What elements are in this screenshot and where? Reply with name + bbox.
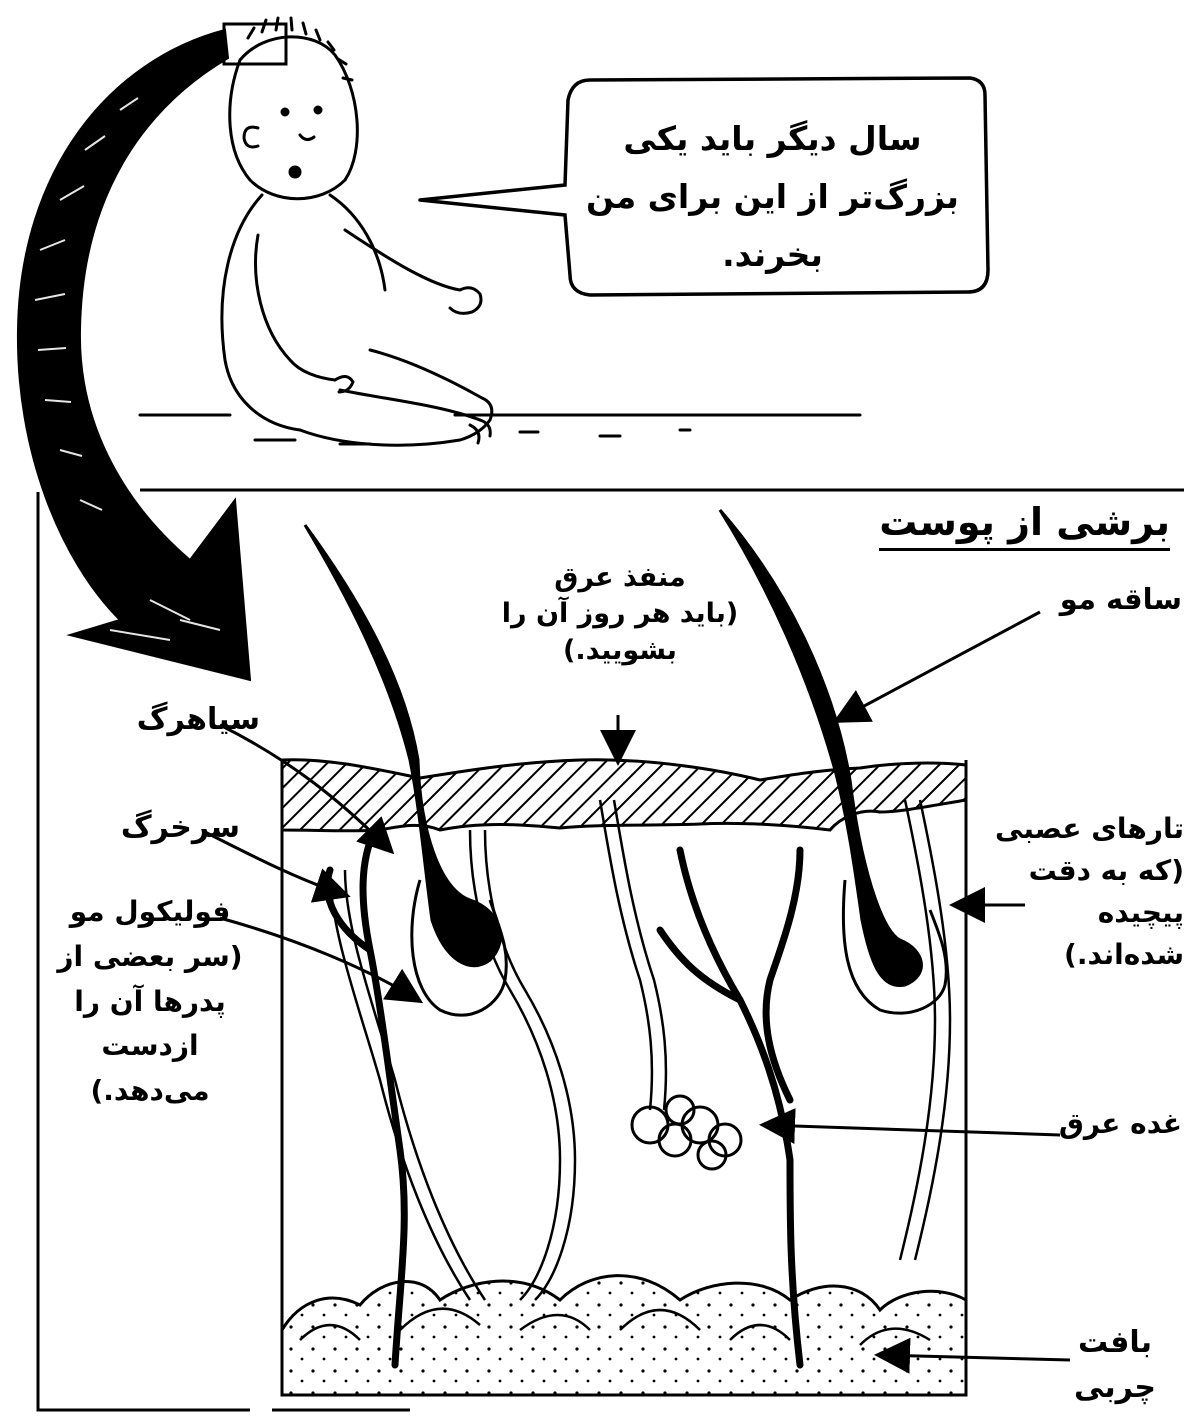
section-title: برشی از پوست xyxy=(760,500,1170,544)
label-sweat-pore: منفذ عرق (باید هر روز آن را بشویید.) xyxy=(470,560,770,669)
fat-tissue-layer xyxy=(282,1276,966,1395)
label-sweat-gland: غده عرق xyxy=(1042,1105,1182,1143)
label-nerve-fibers: تارهای عصبی (که به دقت پیچیده شده‌اند.) xyxy=(968,808,1184,976)
label-artery: سرخرگ xyxy=(80,808,240,849)
sweat-gland-coil xyxy=(632,1096,741,1169)
epidermis-layer xyxy=(282,760,966,831)
label-arrows xyxy=(205,612,1070,1360)
label-hair-follicle: فولیکول مو (سر بعضی از پدرها آن را ازدست… xyxy=(40,890,260,1114)
label-vein: سیاهرگ xyxy=(90,700,260,741)
speech-bubble-text: سال دیگر باید یکی بزرگ‌تر از این برای من… xyxy=(580,110,965,285)
section-title-text: برشی از پوست xyxy=(879,500,1170,551)
label-hair-shaft: ساقه مو xyxy=(1020,580,1182,619)
label-fat-tissue: بافت چربی xyxy=(1060,1320,1170,1410)
big-curved-arrow xyxy=(18,30,250,680)
